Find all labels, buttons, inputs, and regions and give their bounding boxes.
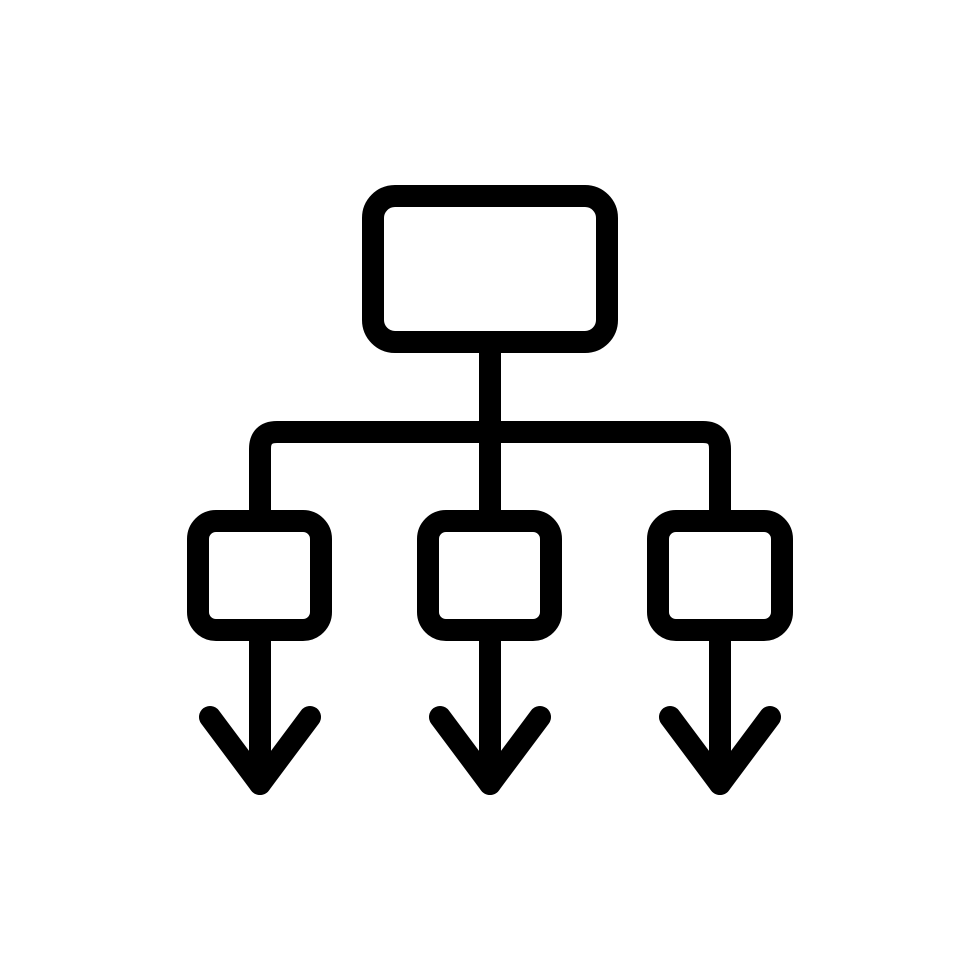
child-node-left	[187, 510, 332, 641]
arrow-right	[659, 619, 781, 795]
arrow-middle	[429, 619, 551, 795]
child-node-right	[647, 510, 793, 641]
arrow-left	[199, 619, 321, 795]
parent-node	[362, 185, 618, 353]
child-node-middle	[417, 510, 562, 641]
branch-bar	[249, 421, 731, 532]
